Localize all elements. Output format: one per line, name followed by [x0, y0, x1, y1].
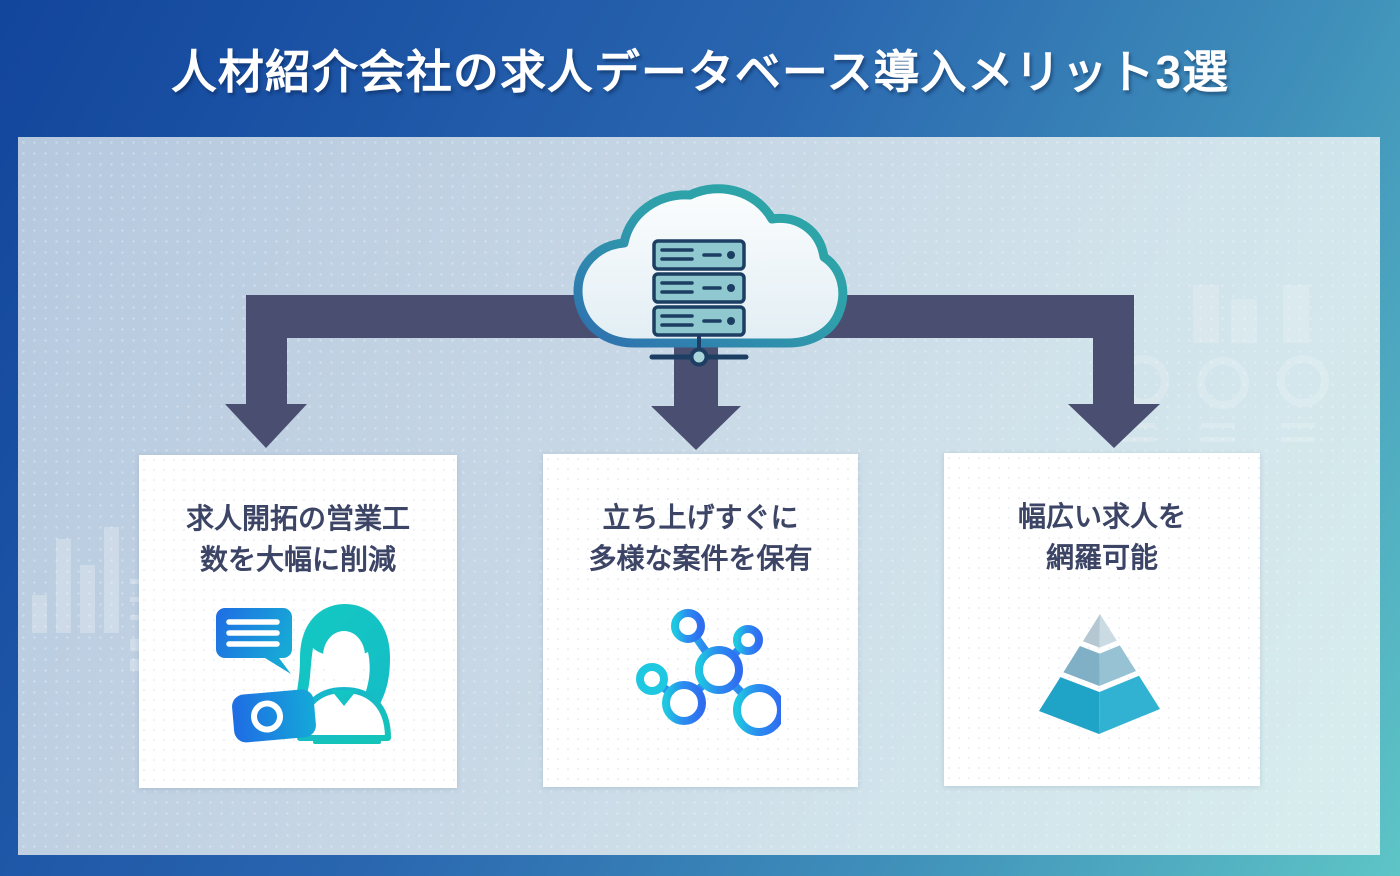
page-title: 人材紹介会社の求人データベース導入メリット3選	[170, 45, 1230, 98]
benefit-card-diverse-jobs: 立ち上げすぐに 多様な案件を保有	[543, 454, 858, 787]
support-agent-icon	[203, 580, 393, 788]
server-rack-icon	[649, 239, 749, 367]
benefit-card-title: 求人開拓の営業工 数を大幅に削減	[185, 503, 410, 575]
cloud-server-icon	[558, 177, 858, 432]
title-band: 人材紹介会社の求人データベース導入メリット3選	[0, 0, 1400, 137]
flow-arrow-left-shaft	[246, 295, 287, 406]
benefit-card-title: 立ち上げすぐに 多様な案件を保有	[588, 502, 813, 574]
flow-arrow-right-shaft	[1093, 295, 1134, 406]
flow-arrow-center-head	[651, 406, 741, 450]
benefit-card-title: 幅広い求人を 網羅可能	[1017, 501, 1186, 573]
benefit-card-sales-effort: 求人開拓の営業工 数を大幅に削減	[139, 455, 457, 788]
pyramid-icon	[1037, 578, 1167, 786]
flow-arrow-left-head	[225, 404, 307, 448]
benefit-card-wide-coverage: 幅広い求人を 網羅可能	[944, 453, 1260, 786]
molecule-network-icon	[621, 579, 781, 787]
content-panel: 求人開拓の営業工 数を大幅に削減	[18, 137, 1380, 855]
flow-arrow-right-head	[1068, 404, 1160, 448]
